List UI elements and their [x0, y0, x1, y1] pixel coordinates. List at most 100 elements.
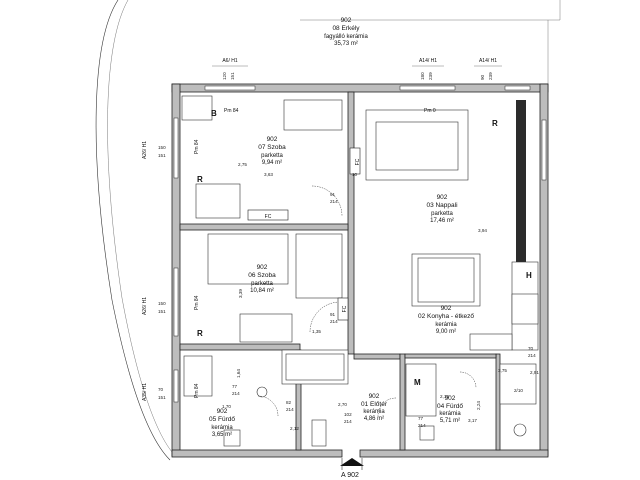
fc-label: FC	[265, 214, 272, 220]
svg-text:902: 902	[257, 264, 268, 271]
room-label-hall-01: 902 01 Előtér kerámia 4,86 m²	[361, 393, 388, 422]
mark-b: B	[211, 109, 217, 118]
dim: 214	[528, 353, 536, 358]
dim: 214	[344, 419, 352, 424]
svg-text:902: 902	[217, 408, 228, 415]
entrance-marker: A 902	[340, 458, 364, 479]
svg-text:parketta: parketta	[261, 153, 283, 159]
dim: 1,70	[222, 404, 231, 409]
dim: 3,94	[478, 228, 487, 233]
dim: 151	[158, 309, 166, 314]
fc-boxes: FC FC FC	[247, 147, 361, 321]
dim: 70	[528, 346, 534, 351]
dim: 3,39	[238, 289, 243, 298]
svg-text:902: 902	[341, 17, 352, 24]
svg-text:01 Előtér: 01 Előtér	[361, 401, 388, 408]
mark-r: R	[197, 329, 203, 338]
dim: 151	[230, 72, 235, 80]
axis-tags: A6/ H1 A14/ H1 A14/ H1 A26/ H1 A26/ H1 A…	[142, 58, 502, 401]
dim: 1,35	[312, 329, 321, 334]
svg-text:902: 902	[369, 393, 380, 400]
svg-text:35,73 m²: 35,73 m²	[334, 41, 358, 47]
room-label-bath-05: 902 05 Fürdő kerámia 3,65 m²	[209, 408, 235, 438]
svg-text:07 Szoba: 07 Szoba	[258, 144, 286, 151]
dim: 214	[286, 407, 294, 412]
room-label-balcony: 902 08 Erkély fagyálló kerámia 35,73 m²	[324, 17, 368, 47]
dim: 151	[158, 153, 166, 158]
svg-text:902: 902	[437, 194, 448, 201]
svg-text:902: 902	[267, 136, 278, 143]
dim: 82	[286, 400, 292, 405]
dimension-numbers: 120 151 180 239 90 239 150 151 150 151 7…	[158, 72, 539, 431]
dim: 2,91	[530, 370, 539, 375]
fc-label: FC	[342, 305, 348, 312]
dim: 2,24	[476, 401, 481, 410]
doors	[257, 185, 477, 417]
svg-text:5,71 m²: 5,71 m²	[440, 418, 460, 424]
mark-h: H	[526, 271, 532, 280]
dim: 2,75	[238, 162, 247, 167]
dim: 77	[232, 384, 238, 389]
pm-label: Pm 84	[194, 383, 200, 398]
dim: 2,70	[338, 402, 347, 407]
dim: 120	[222, 72, 227, 80]
room-label-kitchen-02: 902 02 Konyha - étkező kerámia 9,00 m²	[418, 305, 474, 335]
dim: 102	[344, 412, 352, 417]
svg-text:9,94 m²: 9,94 m²	[262, 160, 282, 166]
interior-walls	[179, 91, 526, 451]
room-label-bedroom-06: 902 06 Szoba parketta 10,84 m²	[248, 264, 276, 294]
pm-labels: Pm 84 Pm 0 Pm 84 Pm 84 Pm 84	[194, 108, 436, 398]
dim: 150	[158, 301, 166, 306]
svg-text:kerámia: kerámia	[439, 411, 461, 417]
svg-text:9,00 m²: 9,00 m²	[436, 329, 456, 335]
entrance-arrow-icon	[340, 458, 364, 466]
pm-label: Pm 84	[194, 139, 200, 154]
dim: 180	[420, 72, 425, 80]
dim: 150	[158, 145, 166, 150]
dim: 3,63	[264, 172, 273, 177]
svg-text:08 Erkély: 08 Erkély	[332, 25, 360, 32]
svg-text:10,84 m²: 10,84 m²	[250, 288, 274, 294]
room-label-living-03: 902 03 Nappali parketta 17,46 m²	[426, 194, 457, 224]
svg-text:06 Szoba: 06 Szoba	[248, 272, 276, 279]
svg-text:02 Konyha - étkező: 02 Konyha - étkező	[418, 313, 474, 320]
svg-text:3,65 m²: 3,65 m²	[212, 432, 232, 438]
axis-tag-top: A14/ H1	[479, 58, 497, 64]
dim: 214	[232, 391, 240, 396]
dim: 3,75	[498, 368, 507, 373]
room-label-bath-04: 902 04 Fürdő kerámia 5,71 m²	[437, 395, 463, 424]
svg-text:parketta: parketta	[431, 211, 453, 217]
pm-label: Pm 84	[224, 108, 239, 114]
dim: 2,12	[290, 426, 299, 431]
axis-tag-left: A26/ H1	[142, 141, 148, 159]
axis-tag-left: A26/ H1	[142, 297, 148, 315]
svg-text:kerámia: kerámia	[363, 409, 385, 415]
dim: 91	[330, 192, 336, 197]
dim: 214	[330, 199, 338, 204]
svg-text:902: 902	[445, 395, 456, 402]
dim: 151	[158, 395, 166, 400]
fc-label: FC	[355, 158, 361, 165]
pm-label: Pm 0	[424, 108, 436, 114]
dim: 2,10	[440, 394, 449, 399]
dim: 239	[428, 72, 433, 80]
dim: 1,64	[236, 369, 241, 378]
axis-tag-top: A14/ H1	[419, 58, 437, 64]
fixtures	[181, 95, 539, 447]
entrance-label: A 902	[341, 472, 359, 479]
mark-r: R	[492, 119, 498, 128]
axis-tag-left: A35/ H1	[142, 383, 148, 401]
axis-tag-top: A6/ H1	[222, 58, 238, 64]
svg-text:05 Fürdő: 05 Fürdő	[209, 416, 235, 423]
svg-text:04 Fürdő: 04 Fürdő	[437, 403, 463, 410]
dim: 77	[418, 416, 424, 421]
mark-r: R	[197, 175, 203, 184]
svg-text:parketta: parketta	[251, 281, 273, 287]
outer-walls	[171, 83, 549, 458]
svg-text:fagyálló kerámia: fagyálló kerámia	[324, 34, 368, 40]
dim: 70	[158, 387, 164, 392]
dim: 3,17	[468, 418, 477, 423]
dim: 10	[352, 172, 358, 177]
svg-text:kerámia: kerámia	[211, 425, 233, 431]
